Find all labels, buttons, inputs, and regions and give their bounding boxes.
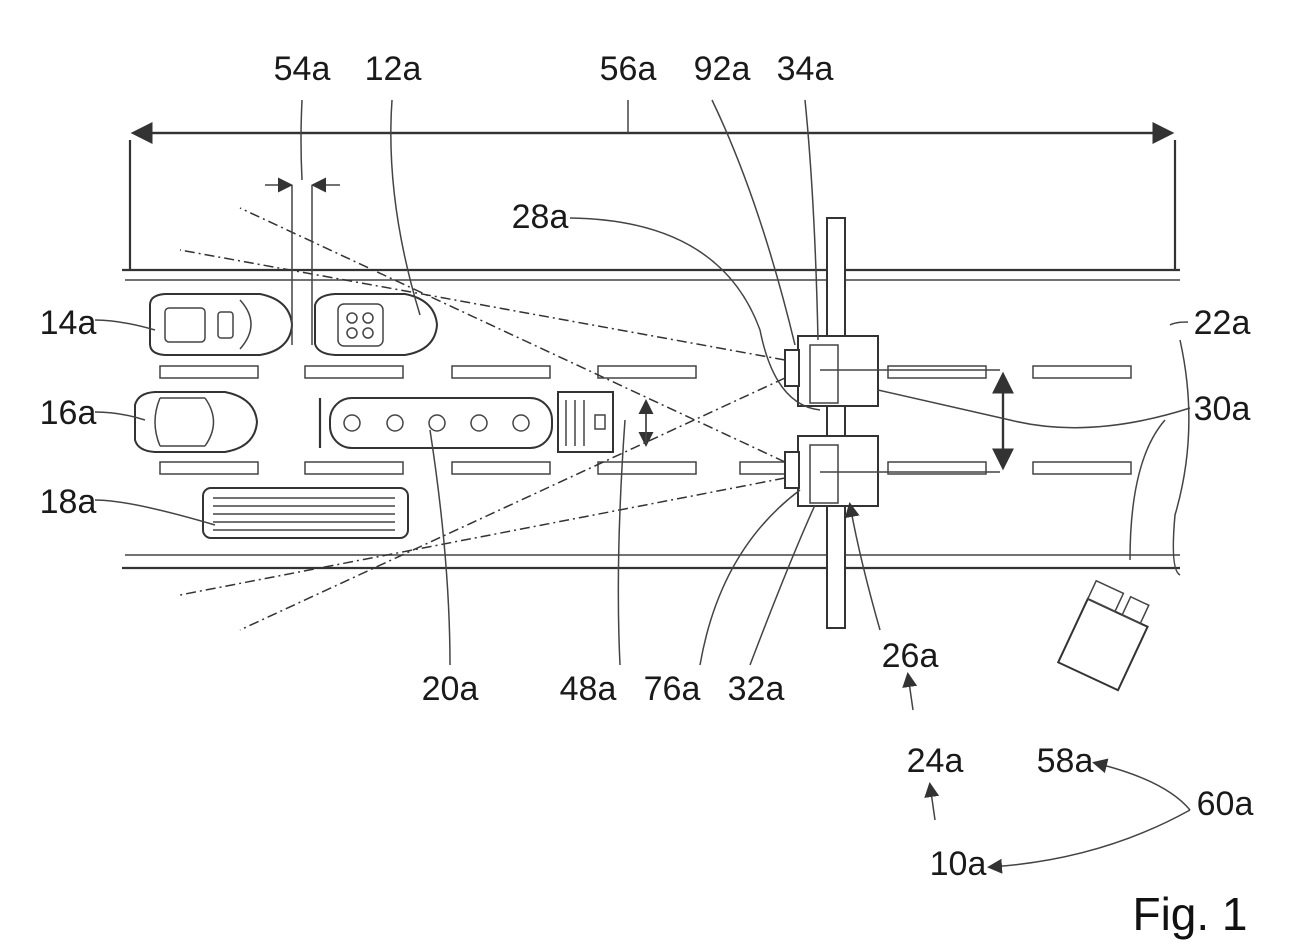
vehicle-18a [203, 488, 408, 538]
label-58a: 58a [1037, 742, 1094, 780]
vehicle-12a [315, 294, 437, 355]
label-92a: 92a [694, 50, 751, 88]
vehicle-20a [320, 392, 613, 452]
label-12a: 12a [365, 50, 422, 88]
label-26a: 26a [882, 637, 939, 675]
label-14a: 14a [40, 304, 97, 342]
vehicle-16a [135, 392, 257, 452]
label-48a: 48a [560, 670, 617, 708]
road-width-dimension [130, 133, 1175, 270]
vehicle-58a [1058, 581, 1156, 690]
figure-caption: Fig. 1 [1132, 888, 1247, 940]
label-56a: 56a [600, 50, 657, 88]
label-30a: 30a [1194, 390, 1251, 428]
label-76a: 76a [644, 670, 701, 708]
label-60a: 60a [1197, 785, 1254, 823]
label-24a: 24a [907, 742, 964, 780]
label-16a: 16a [40, 394, 97, 432]
label-28a: 28a [512, 198, 569, 236]
label-54a: 54a [274, 50, 331, 88]
label-18a: 18a [40, 483, 97, 521]
label-20a: 20a [422, 670, 479, 708]
label-32a: 32a [728, 670, 785, 708]
label-34a: 34a [777, 50, 834, 88]
vehicle-14a [150, 294, 292, 355]
label-22a: 22a [1194, 304, 1251, 342]
label-10a: 10a [930, 845, 987, 883]
